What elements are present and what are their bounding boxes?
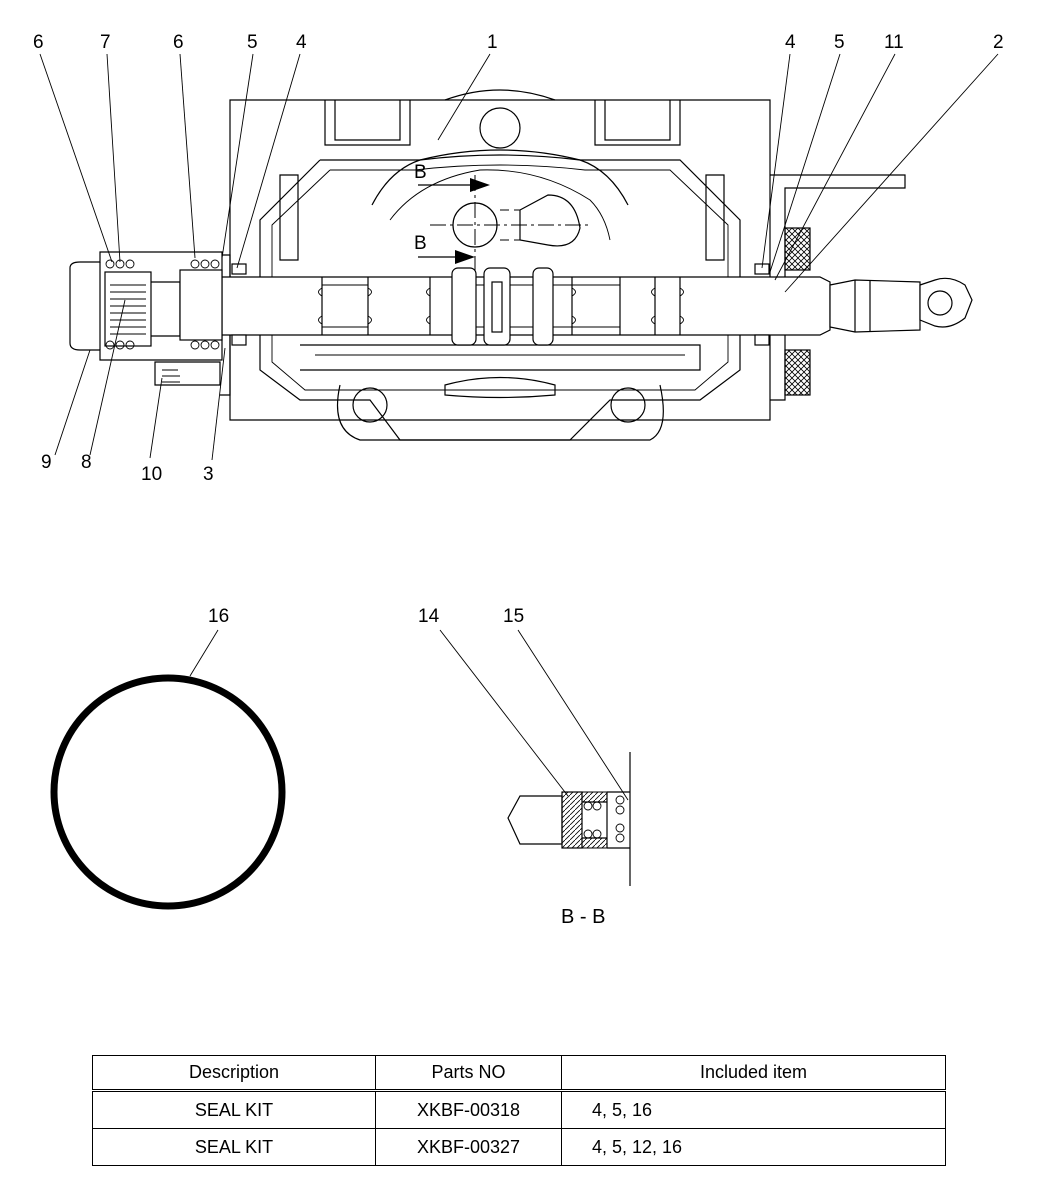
section-b-b: [507, 752, 631, 886]
section-arrows: [418, 178, 490, 264]
callout-1: 1: [487, 32, 498, 53]
spool: [179, 263, 973, 346]
row-parts-no: XKBF-00327: [375, 1128, 562, 1166]
header-included-item: Included item: [561, 1055, 946, 1092]
row-description: SEAL KIT: [92, 1128, 376, 1166]
callout-7: 7: [100, 32, 111, 53]
header-parts-no: Parts NO: [375, 1055, 562, 1092]
section-mark-upper: B: [414, 162, 427, 183]
callout-9: 9: [41, 452, 52, 473]
row-included-item: 4, 5, 16: [561, 1090, 946, 1129]
callout-5-right: 5: [834, 32, 845, 53]
o-ring: [50, 674, 286, 910]
callout-10: 10: [141, 464, 162, 485]
row-included-item: 4, 5, 12, 16: [561, 1128, 946, 1166]
row-parts-no: XKBF-00318: [375, 1090, 562, 1129]
section-mark-lower: B: [414, 233, 427, 254]
section-caption: B - B: [561, 906, 605, 928]
callout-5-left: 5: [247, 32, 258, 53]
table-row: SEAL KIT XKBF-00318 4, 5, 16: [92, 1090, 946, 1129]
row-description: SEAL KIT: [92, 1090, 376, 1129]
spring-cap-assembly: [69, 251, 223, 386]
callout-4-right: 4: [785, 32, 796, 53]
callout-6-left: 6: [33, 32, 44, 53]
table-row: SEAL KIT XKBF-00327 4, 5, 12, 16: [92, 1128, 946, 1166]
callout-6-right: 6: [173, 32, 184, 53]
parts-table: Description Parts NO Included item SEAL …: [92, 1055, 946, 1166]
callout-4-left: 4: [296, 32, 307, 53]
callout-15: 15: [503, 606, 524, 627]
leader-lines: [39, 53, 999, 801]
callout-2: 2: [993, 32, 1004, 53]
valve-body: [220, 89, 906, 441]
callout-14: 14: [418, 606, 440, 627]
callout-8: 8: [81, 452, 92, 473]
callout-11: 11: [884, 32, 904, 53]
table-header-row: Description Parts NO Included item: [92, 1055, 946, 1092]
callout-16: 16: [208, 606, 229, 627]
callout-3: 3: [203, 464, 214, 485]
header-description: Description: [92, 1055, 376, 1092]
